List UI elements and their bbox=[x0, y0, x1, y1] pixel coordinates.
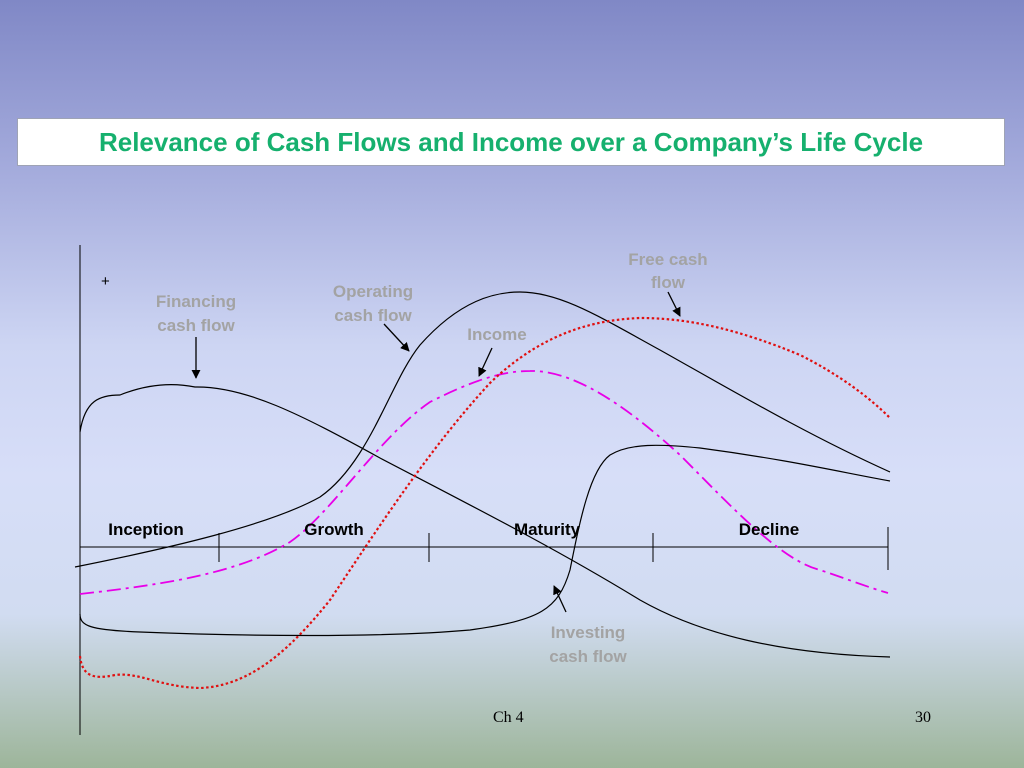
investing-label-line1: Investing bbox=[551, 623, 626, 642]
stage-label-decline: Decline bbox=[739, 520, 799, 539]
free-cash-arrow bbox=[667, 291, 681, 317]
free-cash-label-line2: flow bbox=[651, 273, 686, 292]
investing-arrow bbox=[553, 585, 567, 613]
financing-label-line1: Financing bbox=[156, 292, 236, 311]
free-cash-label-line1: Free cash bbox=[628, 250, 707, 269]
income-label: Income bbox=[467, 325, 527, 344]
income-arrow bbox=[478, 347, 493, 377]
page-number: 30 bbox=[915, 709, 931, 726]
investing-cash-flow-curve bbox=[79, 444, 891, 637]
stage-label-growth: Growth bbox=[304, 520, 364, 539]
plus-sign: + bbox=[101, 273, 110, 290]
operating-arrow bbox=[383, 323, 410, 352]
financing-cash-flow-curve bbox=[79, 384, 891, 658]
financing-label-line2: cash flow bbox=[157, 316, 235, 335]
investing-label-line2: cash flow bbox=[549, 647, 627, 666]
title-box: Relevance of Cash Flows and Income over … bbox=[17, 118, 1005, 166]
operating-cash-flow-curve bbox=[74, 291, 891, 568]
slide-title: Relevance of Cash Flows and Income over … bbox=[98, 126, 924, 157]
income-curve bbox=[79, 370, 889, 595]
operating-label-line1: Operating bbox=[333, 282, 413, 301]
operating-label-line2: cash flow bbox=[334, 306, 412, 325]
free-cash-flow-curve bbox=[78, 316, 891, 690]
stage-label-maturity: Maturity bbox=[514, 520, 581, 539]
footer-chapter: Ch 4 bbox=[493, 709, 524, 726]
stage-label-inception: Inception bbox=[108, 520, 184, 539]
